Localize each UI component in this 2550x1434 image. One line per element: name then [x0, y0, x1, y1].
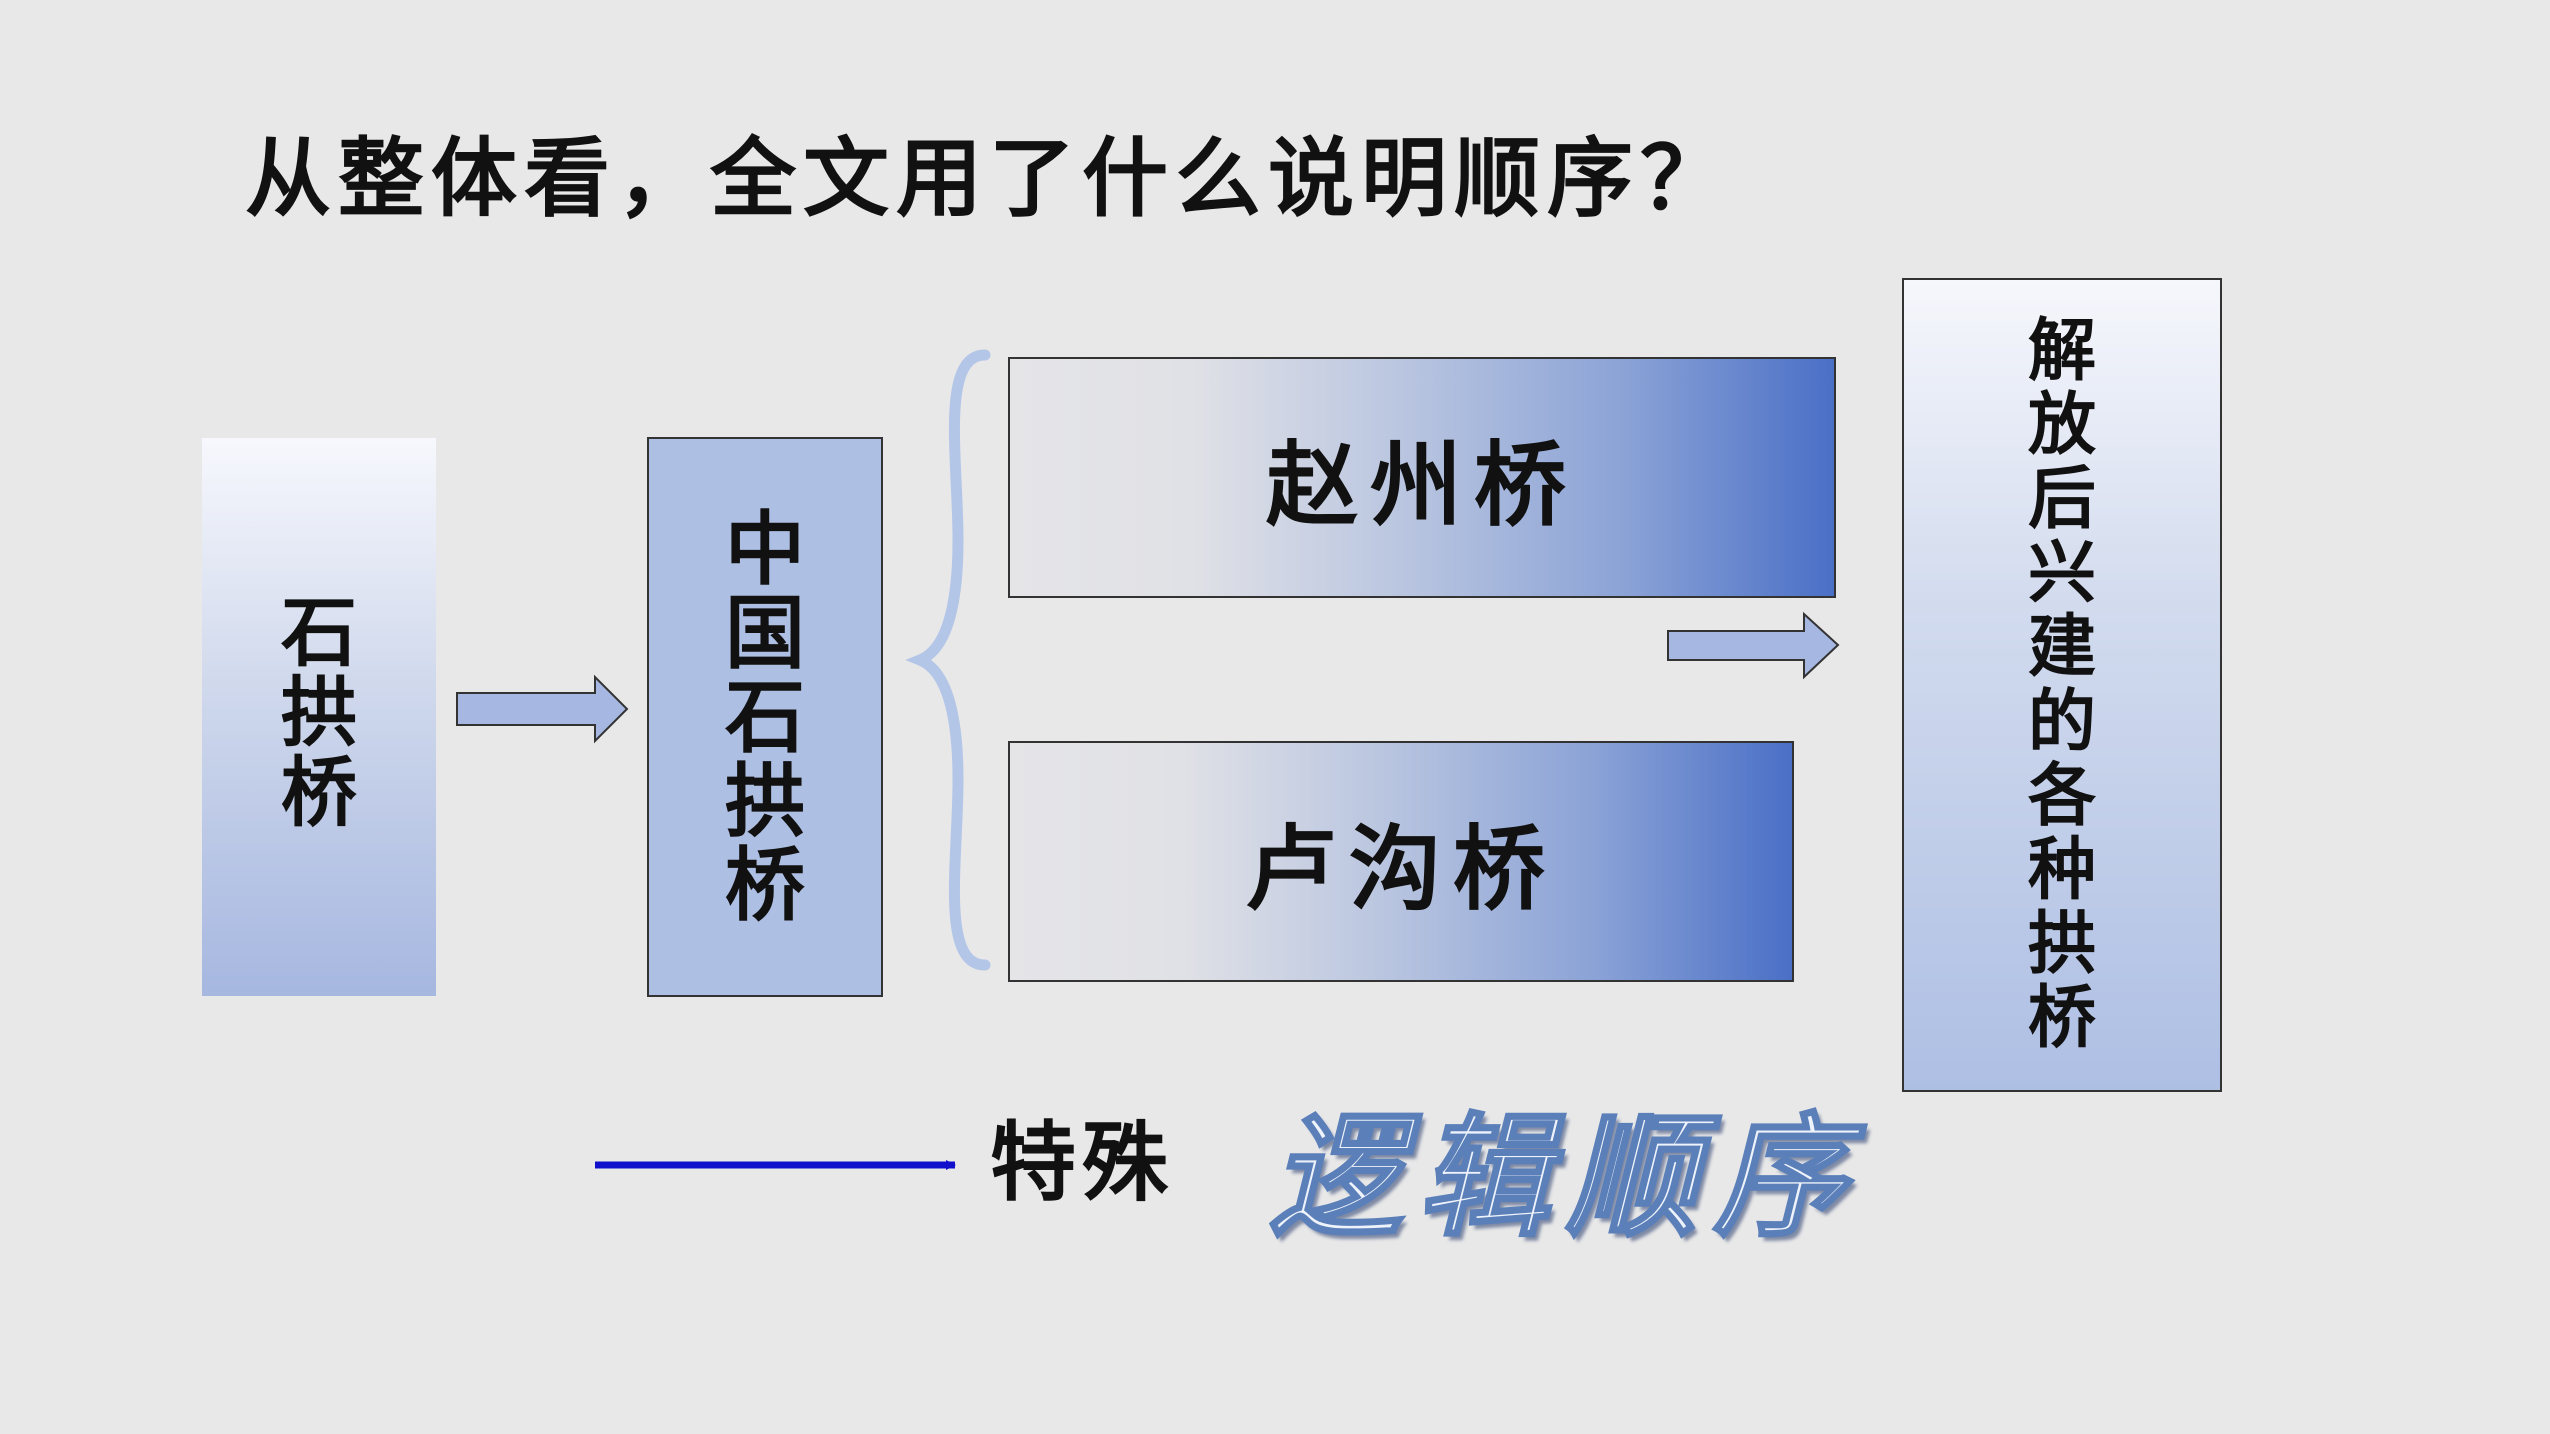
logic-order-label: 逻辑顺序	[1269, 1100, 1862, 1255]
label-lugou-bridge: 卢沟桥	[1244, 815, 1557, 923]
char: 的	[2027, 681, 2096, 762]
box-zhaozhou-bridge: 赵州桥	[1008, 357, 1836, 598]
char: 放	[2027, 385, 2096, 466]
label-stone-arch-bridge: 石 拱 桥	[202, 593, 436, 832]
char: 桥	[281, 747, 357, 837]
char: 建	[2027, 607, 2096, 688]
char: 石	[281, 588, 357, 677]
label-post-liberation-bridges: 解 放 后 兴 建 的 各 种 拱 桥	[1904, 314, 2220, 1055]
special-label: 特殊	[990, 1112, 1174, 1213]
char: 桥	[725, 838, 805, 932]
char: 拱	[725, 754, 805, 848]
box-stone-arch-bridge: 石 拱 桥	[202, 438, 436, 996]
char: 种	[2027, 829, 2096, 910]
char: 中	[725, 502, 805, 596]
arrow-right-icon	[456, 674, 629, 744]
char: 拱	[2027, 903, 2096, 984]
arrow-right-icon	[1667, 611, 1840, 680]
char: 解	[2027, 311, 2096, 391]
char: 拱	[281, 667, 357, 757]
char: 桥	[2027, 977, 2096, 1058]
label-chinese-stone-arch-bridge: 中 国 石 拱 桥	[649, 507, 881, 927]
curly-brace-icon	[905, 349, 991, 971]
label-zhaozhou-bridge: 赵州桥	[1265, 431, 1578, 539]
char: 兴	[2027, 533, 2096, 614]
slide-question: 从整体看，全文用了什么说明顺序？	[245, 128, 1733, 229]
char: 国	[725, 586, 805, 680]
box-lugou-bridge: 卢沟桥	[1008, 741, 1794, 982]
char: 石	[725, 670, 805, 764]
box-chinese-stone-arch-bridge: 中 国 石 拱 桥	[647, 437, 883, 997]
box-post-liberation-bridges: 解 放 后 兴 建 的 各 种 拱 桥	[1902, 278, 2222, 1092]
char: 各	[2027, 755, 2096, 836]
char: 后	[2027, 459, 2096, 540]
